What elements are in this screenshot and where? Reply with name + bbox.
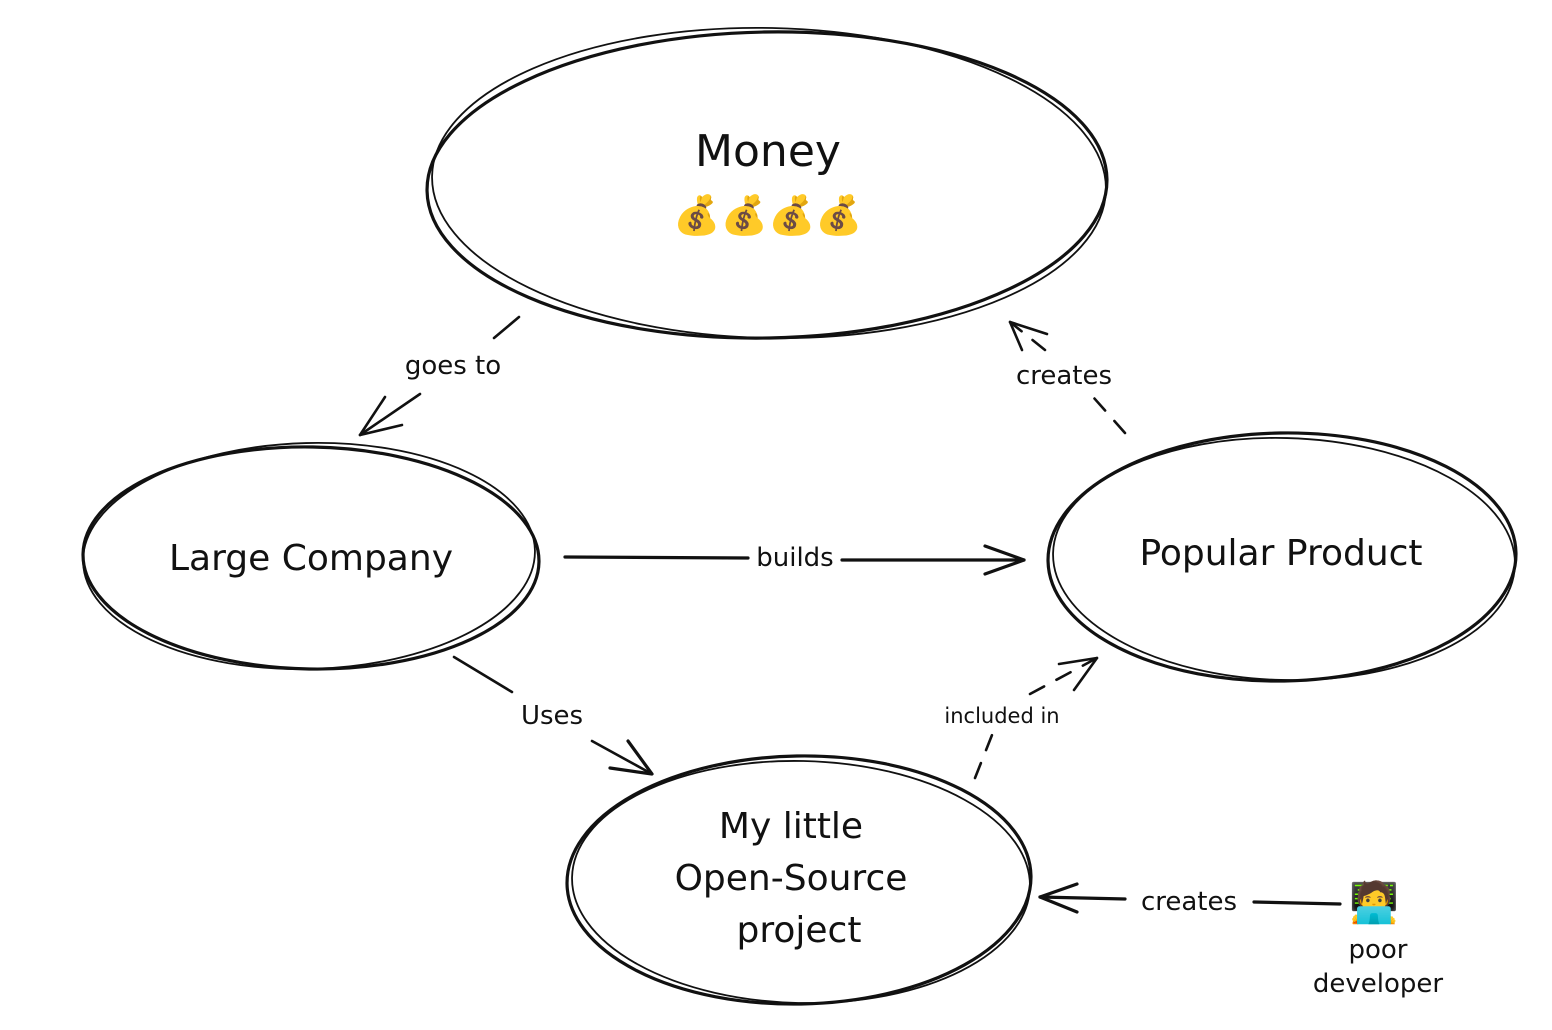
edge-builds-arrowhead [983, 544, 1026, 576]
money-title: Money [695, 126, 841, 177]
edge-included-in-line-a [973, 733, 994, 780]
edge-included-in: included in [944, 656, 1099, 780]
edge-builds-label: builds [756, 543, 833, 573]
large-company-title: Large Company [169, 538, 453, 579]
edge-creates-money-label: creates [1016, 361, 1112, 391]
edge-creates-money: creates [1008, 320, 1127, 435]
actor-poor-developer: 🧑‍💻 poor developer [1313, 878, 1444, 999]
edge-included-in-label: included in [944, 704, 1059, 728]
actor-label-line2: developer [1313, 969, 1444, 999]
node-open-source-project: My little Open-Source project [565, 754, 1033, 1006]
edge-creates-money-arrowhead [1008, 320, 1049, 352]
popular-product-title: Popular Product [1139, 533, 1422, 574]
money-bags-icon: 💰💰💰💰 [673, 193, 862, 238]
edge-goes-to-line-a [492, 315, 521, 340]
edge-creates-money-line-a [1092, 396, 1127, 435]
node-popular-product: Popular Product [1046, 431, 1518, 683]
edge-uses-label: Uses [521, 701, 583, 731]
edge-creates-money-line-b [1008, 320, 1047, 352]
open-source-line3: project [737, 910, 862, 951]
money-ellipse-sketch [431, 26, 1107, 340]
edge-goes-to-label: goes to [405, 351, 501, 381]
actor-label-line1: poor [1348, 935, 1407, 965]
edge-creates-project-arrowhead [1038, 882, 1079, 914]
edge-included-in-line-b [1028, 656, 1099, 696]
edge-creates-project-line-b [1252, 900, 1342, 906]
edge-uses-line-a [452, 655, 514, 694]
edge-creates-project: creates [1038, 882, 1342, 917]
edge-goes-to: goes to [358, 315, 521, 437]
developer-icon: 🧑‍💻 [1349, 878, 1399, 926]
edge-included-in-arrowhead [1057, 656, 1099, 692]
open-source-ellipse [565, 754, 1033, 1006]
edge-creates-project-label: creates [1141, 887, 1237, 917]
open-source-line1: My little [719, 806, 863, 847]
edge-goes-to-line-b [358, 392, 422, 437]
edge-builds: builds [563, 543, 1026, 576]
edge-goes-to-arrowhead [358, 395, 404, 437]
node-large-company: Large Company [81, 441, 541, 671]
open-source-line2: Open-Source [675, 858, 908, 899]
open-source-ellipse-sketch [571, 760, 1031, 1004]
popular-product-ellipse [1046, 431, 1518, 683]
node-money: Money 💰💰💰💰 [425, 26, 1109, 340]
large-company-ellipse-sketch [82, 441, 536, 671]
edge-uses-line-b [590, 739, 654, 776]
edge-uses-arrowhead [608, 739, 654, 776]
edge-builds-line-a [563, 555, 750, 560]
edge-uses: Uses [452, 655, 654, 776]
popular-product-ellipse-sketch [1052, 436, 1516, 682]
edge-creates-project-line-a [1038, 895, 1127, 901]
